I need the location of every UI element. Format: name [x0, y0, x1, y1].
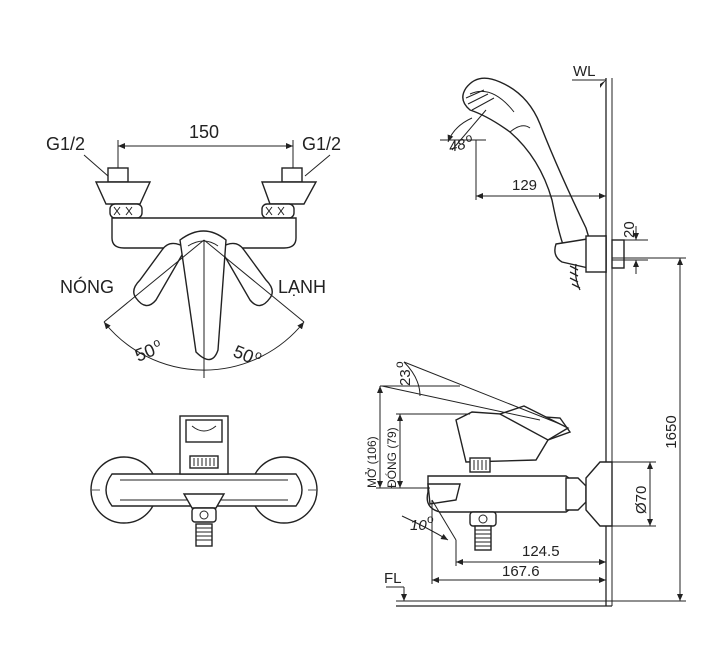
hot-label: NÓNG [60, 276, 114, 297]
lever-hot-position [133, 242, 187, 307]
front-diverter [191, 507, 217, 523]
handshower [462, 77, 593, 253]
svg-text:o: o [151, 335, 163, 351]
svg-text:23: 23 [397, 369, 414, 386]
floor-label: FL [384, 570, 402, 587]
right-eccentric-connector [261, 167, 318, 219]
side-escutcheon [585, 461, 613, 527]
cold-label: LẠNH [278, 277, 326, 297]
spout-angle-label: 10 o [410, 512, 434, 534]
svg-text:o: o [392, 361, 406, 368]
front-view [90, 415, 318, 547]
angle-left-label: 50 o [132, 335, 163, 366]
mixer-side-body [426, 405, 613, 551]
holder-size-label: 20 [621, 221, 638, 238]
svg-text:o: o [253, 347, 265, 363]
svg-text:o: o [464, 130, 474, 145]
front-body [105, 473, 303, 507]
svg-text:10: 10 [410, 517, 427, 534]
shower-holder [554, 235, 625, 291]
svg-text:50: 50 [231, 341, 257, 367]
escutcheon-label: Ø70 [633, 486, 650, 514]
shower-angle-label: 48 o [447, 130, 474, 156]
svg-text:o: o [427, 512, 434, 526]
lever-side [498, 405, 570, 441]
spout-reach-1-label: 124.5 [522, 543, 560, 560]
top-view: 150 G1/2 G1/2 NÓNG LẠNH [46, 122, 341, 378]
svg-text:48: 48 [447, 136, 467, 156]
lever-angle-label: 23 o [392, 361, 414, 386]
lever-center-position [179, 230, 227, 361]
shower-reach-label: 129 [512, 177, 537, 194]
closed-height-label: ĐÓNG (79) [384, 427, 399, 488]
inlet-right-label: G1/2 [302, 134, 341, 154]
left-eccentric-connector [94, 167, 152, 219]
spout-reach-2-label: 167.6 [502, 563, 540, 580]
spout-outlet [427, 483, 461, 505]
wall-label: WL [573, 63, 596, 80]
side-view: WL FL 48 o 129 [364, 63, 686, 607]
open-height-label: MỞ (106) [364, 436, 379, 488]
height-label: 1650 [663, 415, 680, 448]
inlet-left-label: G1/2 [46, 134, 85, 154]
front-hose-connector [195, 523, 213, 547]
angle-right-label: 50 o [231, 341, 265, 367]
spacing-label: 150 [189, 122, 219, 142]
